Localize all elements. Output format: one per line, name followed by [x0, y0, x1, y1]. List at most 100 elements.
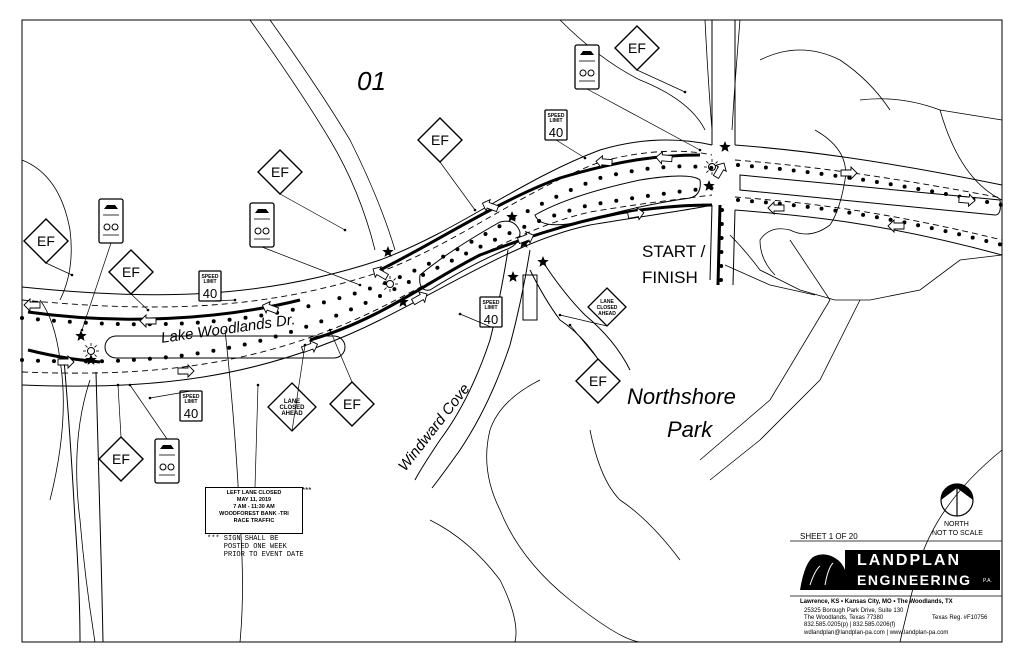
leader-tip — [303, 343, 307, 347]
cone-dot — [661, 191, 666, 196]
company-registration: Texas Reg. #F10756 — [932, 615, 988, 621]
cone-dot — [916, 223, 921, 228]
leader-line — [459, 313, 492, 328]
cone-dot — [677, 164, 682, 169]
notice-line2: MAY 11, 2019 — [236, 497, 272, 503]
cone-dot — [227, 317, 232, 322]
company-offices: Lawrence, KS • Kansas City, MO • The Woo… — [800, 599, 953, 605]
leader-line — [291, 344, 306, 432]
star-icon — [703, 180, 715, 191]
leader-tip — [233, 298, 237, 302]
cone-dot — [833, 173, 838, 178]
ef-sign-label: EF — [112, 451, 130, 467]
cone-dot — [719, 250, 724, 254]
speed-sign-mid: LIMIT — [203, 279, 216, 285]
cone-dot — [791, 168, 796, 173]
share-road-sign — [249, 202, 275, 248]
cone-dot — [319, 319, 324, 324]
cone-dot — [493, 237, 497, 242]
speed-sign-mid: LIMIT — [184, 399, 197, 405]
cone-dot — [693, 187, 698, 192]
direction-arrow-icon — [516, 230, 535, 245]
cone-dot — [539, 201, 544, 206]
cone-dot — [598, 201, 603, 206]
cone-dot — [211, 348, 216, 353]
car-icon — [160, 445, 174, 449]
cone-dot — [243, 315, 248, 320]
cone-dot — [115, 322, 120, 326]
cone-dot — [874, 215, 879, 220]
cone-dot — [677, 189, 682, 194]
cone-dot — [645, 193, 650, 198]
ef-sign-label: EF — [628, 40, 646, 56]
star-icon — [397, 296, 409, 307]
cone-dot — [378, 294, 382, 298]
cone-dot — [179, 321, 184, 326]
leader-tip — [358, 283, 362, 287]
cone-dot — [819, 171, 824, 176]
cone-dot — [435, 265, 440, 270]
cone-dot — [749, 164, 754, 169]
cone-dot — [719, 264, 724, 268]
cone-dot — [997, 242, 1002, 247]
ef-sign-label: EF — [271, 164, 289, 180]
cone-dot — [163, 322, 168, 326]
direction-arrow-icon — [887, 218, 905, 234]
sheet-border — [21, 19, 1003, 643]
cone-dot — [645, 166, 650, 171]
leader-tip — [683, 90, 687, 94]
leader-line — [329, 329, 353, 383]
cone-dot — [874, 180, 879, 184]
cone-dot — [943, 192, 948, 196]
cone-dot — [321, 300, 326, 305]
finish-label: FINISH — [642, 268, 698, 287]
cone-dot — [537, 219, 542, 223]
cone-dot — [552, 213, 557, 218]
direction-arrow-icon — [261, 300, 280, 315]
cone-dot — [259, 313, 264, 318]
direction-arrow-icon — [958, 193, 976, 208]
cone-dot — [455, 247, 460, 252]
cone-dot — [195, 351, 200, 356]
cone-dot — [583, 181, 588, 186]
company-name-1: LANDPLAN — [857, 552, 961, 569]
direction-arrow-icon — [767, 200, 785, 216]
road-edges — [21, 20, 1003, 387]
star-icon — [75, 330, 87, 341]
speed-sign-value: 40 — [184, 406, 198, 421]
cone-dot — [412, 268, 417, 273]
bike-icon — [254, 227, 262, 235]
ef-sign-label: EF — [589, 373, 607, 389]
speed-sign-value: 40 — [203, 286, 217, 301]
direction-arrow-icon — [840, 165, 858, 181]
cone-dot — [930, 189, 935, 194]
notice-line4: WOODFOREST BANK -TRI — [219, 511, 289, 517]
scale-label: NOT TO SCALE — [932, 530, 983, 537]
cone-dot — [334, 313, 339, 318]
lane-sign-line2: CLOSED — [597, 305, 618, 311]
cone-dot — [36, 358, 40, 363]
leader-line — [130, 293, 149, 311]
leader-tip — [70, 273, 74, 277]
lane-sign-line2: CLOSED — [279, 405, 305, 411]
cone-dot — [35, 317, 40, 322]
speed-sign-top: SPEED — [548, 113, 565, 119]
cone-dot — [598, 175, 603, 180]
ef-sign: EF — [23, 218, 69, 264]
leader-line — [279, 193, 346, 231]
cone-dot — [131, 357, 136, 362]
leader-tip — [568, 323, 572, 327]
cone-dot — [582, 204, 587, 209]
ef-sign-label: EF — [122, 264, 140, 280]
cone-dot — [392, 287, 397, 292]
bike-icon — [103, 223, 111, 231]
leader-tip — [698, 148, 702, 152]
cone-dot — [525, 209, 530, 214]
speed-sign-mid: LIMIT — [484, 305, 497, 311]
leader-tip — [148, 396, 152, 400]
leader-line — [439, 161, 476, 211]
notice-footnote: *** SIGN SHALL BE POSTED ONE WEEK PRIOR … — [207, 535, 304, 559]
